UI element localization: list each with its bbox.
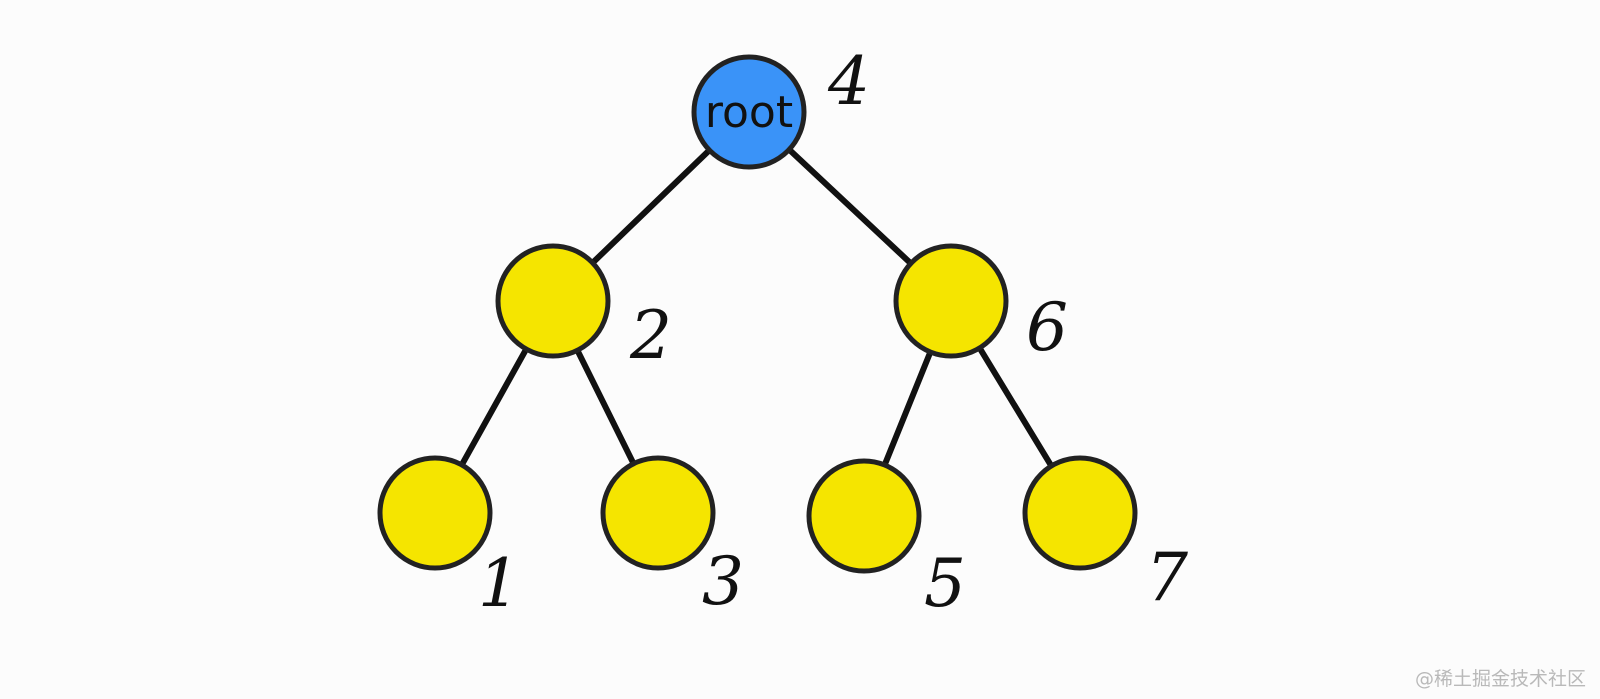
tree-node-7 <box>1022 455 1138 571</box>
node-circle <box>600 455 716 571</box>
tree-edges <box>458 146 1055 470</box>
tree-edge-root-n2 <box>589 147 713 266</box>
root-label: root <box>705 87 793 138</box>
tree-edge-n6-n5 <box>881 348 934 469</box>
tree-node-root: root <box>691 54 807 170</box>
node-circle <box>377 455 493 571</box>
tree-node-6 <box>893 243 1009 359</box>
tree-node-2 <box>495 243 611 359</box>
node-value-labels: 4 2 6 1 3 5 7 <box>478 43 1188 622</box>
node-circle <box>1022 455 1138 571</box>
watermark: @稀土掘金技术社区 <box>1414 668 1586 690</box>
tree-node-3 <box>600 455 716 571</box>
tree-edge-n2-n1 <box>458 346 530 468</box>
tree-edge-root-n6 <box>786 146 914 267</box>
tree-node-5 <box>806 458 922 574</box>
node-circle <box>691 54 807 170</box>
node-value-6: 6 <box>1026 289 1068 366</box>
tree-node-1 <box>377 455 493 571</box>
node-value-3: 3 <box>702 543 744 620</box>
node-circle <box>806 458 922 574</box>
node-value-2: 2 <box>629 297 672 374</box>
node-circle <box>893 243 1009 359</box>
node-value-4: 4 <box>827 43 870 120</box>
tree-edge-n2-n3 <box>574 347 637 467</box>
node-value-5: 5 <box>924 545 966 622</box>
node-value-1: 1 <box>478 545 520 622</box>
tree-nodes: root <box>377 54 1138 574</box>
tree-edge-n6-n7 <box>976 344 1055 470</box>
node-value-7: 7 <box>1146 539 1188 616</box>
node-circle <box>495 243 611 359</box>
